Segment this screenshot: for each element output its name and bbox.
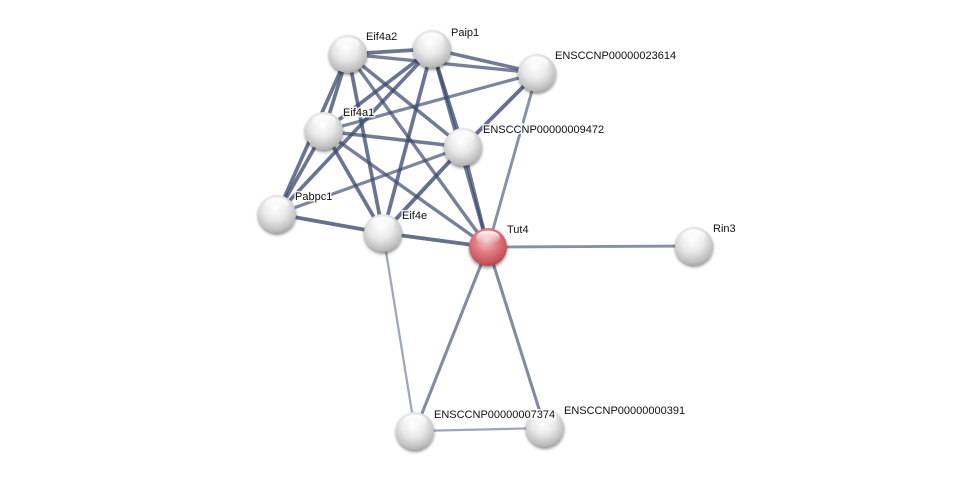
node-ENSCCNP00000009472[interactable] xyxy=(444,128,482,166)
sphere-highlight xyxy=(682,229,706,243)
node-Paip1[interactable] xyxy=(413,30,451,68)
edge-Eif4a1-ENSCCNP00000009472[interactable] xyxy=(322,129,465,149)
sphere-highlight xyxy=(403,414,427,428)
edge-Eif4a2-Eif4e[interactable] xyxy=(346,52,385,235)
node-ENSCCNP00000000391[interactable] xyxy=(526,409,564,447)
sphere-highlight xyxy=(533,411,557,425)
node-Tut4[interactable] xyxy=(469,228,507,266)
node-label: Tut4 xyxy=(507,224,529,236)
sphere-highlight xyxy=(476,230,500,244)
edge-ENSCCNP00000023614-Eif4a1[interactable] xyxy=(322,71,539,133)
node-ENSCCNP00000023614[interactable] xyxy=(518,54,556,92)
node-label: ENSCCNP00000000391 xyxy=(564,405,685,417)
node-label: ENSCCNP00000009472 xyxy=(483,124,604,136)
sphere-highlight xyxy=(336,37,360,51)
node-label: Pabpc1 xyxy=(295,191,332,203)
sphere-highlight xyxy=(312,114,336,128)
sphere-highlight xyxy=(420,32,444,46)
node-Eif4e[interactable] xyxy=(364,214,402,252)
edge-Tut4-ENSCCNP00000000391[interactable] xyxy=(486,245,547,430)
node-ENSCCNP00000007374[interactable] xyxy=(396,412,434,450)
edge-ENSCCNP00000009472-Pabpc1[interactable] xyxy=(275,145,465,216)
edge-Eif4a2-Tut4[interactable] xyxy=(346,52,490,249)
edge-ENSCCNP00000009472-Eif4e[interactable] xyxy=(381,145,465,235)
node-label: Paip1 xyxy=(451,27,479,39)
labels-layer: Eif4a2 Paip1ENSCCNP00000023614Eif4a1ENSCC… xyxy=(294,26,738,423)
sphere-highlight xyxy=(525,56,549,70)
edge-Tut4-ENSCCNP00000007374[interactable] xyxy=(413,245,490,433)
node-Rin3[interactable] xyxy=(675,227,713,265)
node-label: Rin3 xyxy=(713,223,736,235)
edge-ENSCCNP00000007374-ENSCCNP00000000391[interactable] xyxy=(413,426,547,433)
node-label: Eif4a1 xyxy=(343,107,374,119)
node-Eif4a1[interactable] xyxy=(305,112,343,150)
node-label: Eif4a2 xyxy=(366,31,397,43)
edge-Tut4-Rin3[interactable] xyxy=(486,244,696,249)
edge-Paip1-Pabpc1[interactable] xyxy=(275,47,434,216)
node-label: ENSCCNP00000023614 xyxy=(555,50,676,62)
sphere-highlight xyxy=(451,130,475,144)
sphere-highlight xyxy=(371,216,395,230)
sphere-highlight xyxy=(265,197,289,211)
edge-Eif4e-ENSCCNP00000007374[interactable] xyxy=(381,231,417,433)
node-label: ENSCCNP00000007374 xyxy=(434,409,555,421)
edge-Eif4a1-Eif4e[interactable] xyxy=(322,129,385,235)
edge-Eif4a1-Tut4[interactable] xyxy=(322,129,490,249)
nodes-layer xyxy=(258,30,713,450)
edge-ENSCCNP00000023614-Tut4[interactable] xyxy=(486,71,539,249)
node-Pabpc1[interactable] xyxy=(258,195,296,233)
node-label: Eif4e xyxy=(402,210,427,222)
edge-Paip1-Eif4a1[interactable] xyxy=(322,47,434,133)
edge-Eif4a2-ENSCCNP00000009472[interactable] xyxy=(346,52,465,149)
node-Eif4a2[interactable] xyxy=(329,35,367,73)
